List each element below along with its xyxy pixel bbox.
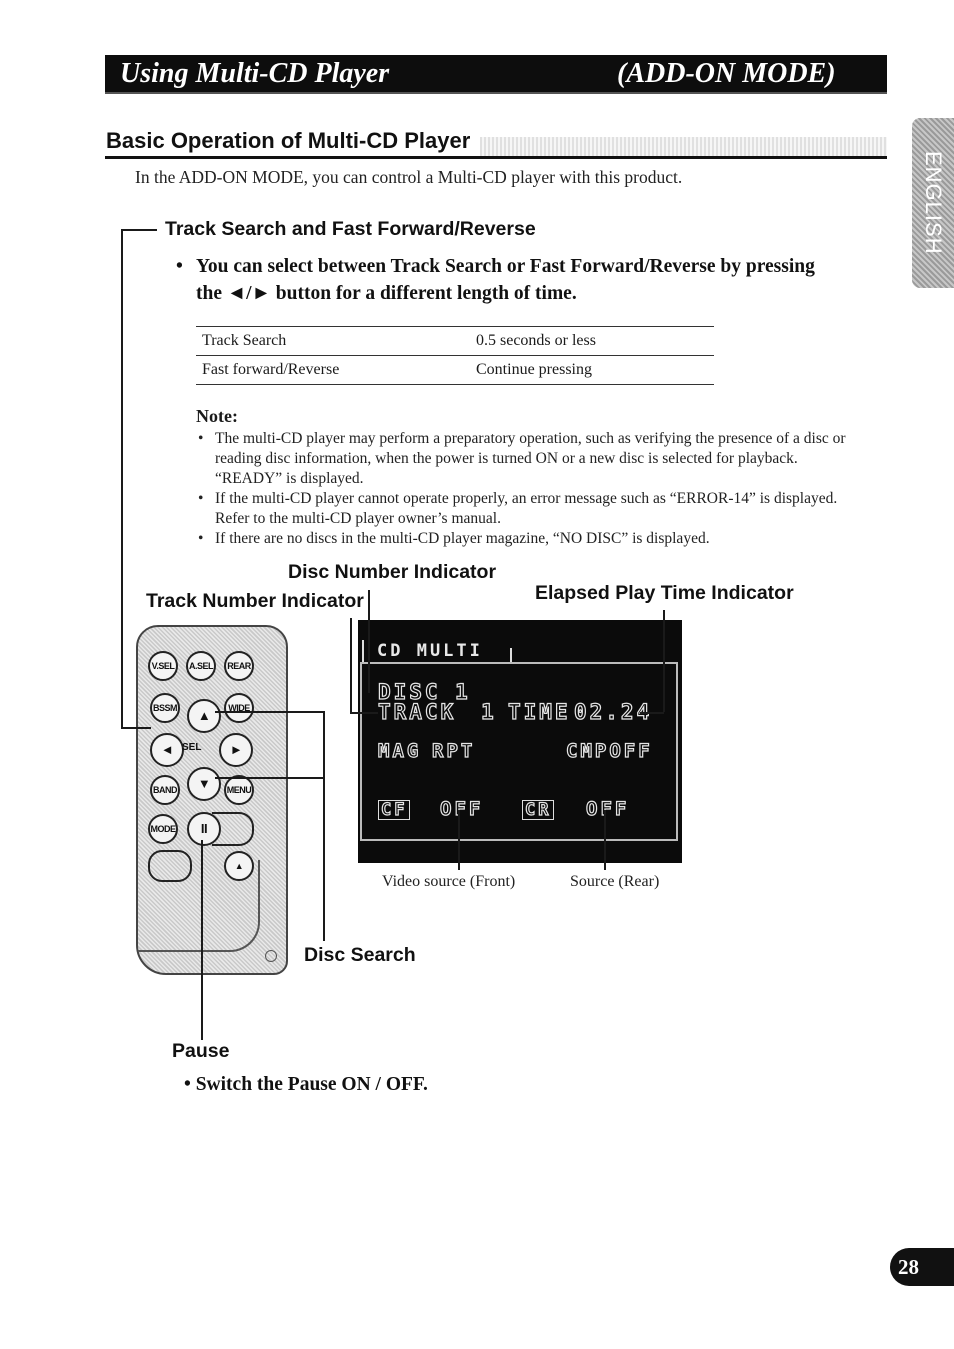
remote-volume-rocker[interactable] xyxy=(148,850,192,882)
leader-track-number xyxy=(350,618,352,713)
note-item: •The multi-CD player may perform a prepa… xyxy=(198,430,846,487)
table-cell-duration: 0.5 seconds or less xyxy=(470,326,714,356)
remote-left-button[interactable]: ◄ xyxy=(150,733,184,767)
display-disc-value: 1 xyxy=(454,679,471,704)
language-tab xyxy=(912,118,954,288)
leader-disc-search xyxy=(323,711,325,941)
leader-down-button xyxy=(215,777,323,779)
remote-toggle-outline xyxy=(212,812,254,846)
disc-number-indicator-label: Disc Number Indicator xyxy=(288,561,497,583)
display-disc-label: DISC xyxy=(377,679,441,704)
disc-search-label: Disc Search xyxy=(304,944,416,966)
header-title-left: Using Multi-CD Player xyxy=(120,58,390,89)
section-title-band xyxy=(480,137,887,157)
remote-down-button[interactable]: ▼ xyxy=(187,767,221,801)
bracket-line-top xyxy=(121,229,157,231)
remote-right-button[interactable]: ► xyxy=(219,733,253,767)
leader-disc-number xyxy=(368,590,370,693)
pause-bullet: • Switch the Pause ON / OFF. xyxy=(184,1074,428,1095)
leader-elapsed-time-h xyxy=(640,712,664,714)
display-rear-value: OFF xyxy=(585,797,630,820)
header-title-right: (ADD-ON MODE) xyxy=(617,58,836,89)
display-bracket-left xyxy=(362,640,364,662)
display-frame xyxy=(360,662,678,841)
table-cell-action: Fast forward/Reverse xyxy=(196,355,470,385)
section-rule xyxy=(105,156,887,159)
remote-asel-button[interactable]: A.SEL xyxy=(186,651,216,681)
remote-vsel-button[interactable]: V.SEL xyxy=(148,651,178,681)
display-cmp-off: CMPOFF xyxy=(565,739,653,762)
caption-video-front: Video source (Front) xyxy=(382,873,516,890)
pause-label: Pause xyxy=(172,1040,230,1062)
language-tab-label: ENGLISH xyxy=(921,151,946,255)
section-title: Basic Operation of Multi-CD Player xyxy=(106,128,471,153)
track-search-heading: Track Search and Fast Forward/Reverse xyxy=(165,218,536,240)
remote-control-contour xyxy=(138,860,260,952)
display-time-label: TIME xyxy=(507,699,571,724)
remote-control xyxy=(136,625,288,975)
note-list: •The multi-CD player may perform a prepa… xyxy=(196,429,856,549)
leader-video-front xyxy=(458,810,460,870)
display-cd-multi: CD MULTI xyxy=(377,641,483,661)
table-cell-action: Track Search xyxy=(196,326,470,356)
intro-text: In the ADD-ON MODE, you can control a Mu… xyxy=(135,167,683,187)
remote-mode-button[interactable]: MODE xyxy=(148,814,178,844)
remote-led-icon xyxy=(265,950,277,962)
leader-elapsed-time xyxy=(663,610,665,712)
leader-track-number-h xyxy=(350,712,378,714)
leader-up-button xyxy=(215,711,323,713)
note-item: •If the multi-CD player cannot operate p… xyxy=(198,490,838,527)
track-number-indicator-label: Track Number Indicator xyxy=(146,590,364,612)
remote-sel-label: SEL xyxy=(182,742,202,753)
leader-pause xyxy=(201,840,203,1040)
elapsed-time-indicator-label: Elapsed Play Time Indicator xyxy=(535,582,794,604)
remote-bssm-button[interactable]: BSSM xyxy=(150,693,180,723)
remote-up-button[interactable]: ▲ xyxy=(187,699,221,733)
remote-menu-button[interactable]: MENU xyxy=(224,775,254,805)
display-track-value: 1 xyxy=(480,699,497,724)
header-bar xyxy=(105,55,887,94)
display-front-icon: CF xyxy=(378,800,411,820)
caption-source-rear: Source (Rear) xyxy=(570,873,660,890)
display-front-value: OFF xyxy=(439,797,484,820)
display-track-label: TRACK xyxy=(377,699,457,724)
display-time-value: 02.24 xyxy=(573,699,653,724)
table-cell-duration: Continue pressing xyxy=(470,355,714,385)
track-search-bullet: •You can select between Track Search or … xyxy=(176,256,815,304)
page-number: 28 xyxy=(890,1248,954,1286)
remote-band-button[interactable]: BAND xyxy=(150,775,180,805)
remote-rear-button[interactable]: REAR xyxy=(224,651,254,681)
table-row: Fast forward/Reverse Continue pressing xyxy=(196,355,714,385)
leader-source-rear xyxy=(604,810,606,870)
note-item: •If there are no discs in the multi-CD p… xyxy=(198,530,710,547)
note-label: Note: xyxy=(196,406,238,426)
remote-eject-button[interactable]: ▲ xyxy=(224,851,254,881)
display-mag: MAG xyxy=(377,739,422,762)
display-rear-icon: CR xyxy=(522,800,555,820)
remote-wide-button[interactable]: WIDE xyxy=(224,693,254,723)
display-panel xyxy=(358,620,682,863)
table-row: Track Search 0.5 seconds or less xyxy=(196,326,714,356)
display-rpt: RPT xyxy=(431,739,476,762)
track-search-table: Track Search 0.5 seconds or less Fast fo… xyxy=(196,326,714,385)
display-bracket-right xyxy=(510,648,512,662)
bracket-line-vertical xyxy=(121,229,123,729)
leader-left-button xyxy=(121,727,151,729)
